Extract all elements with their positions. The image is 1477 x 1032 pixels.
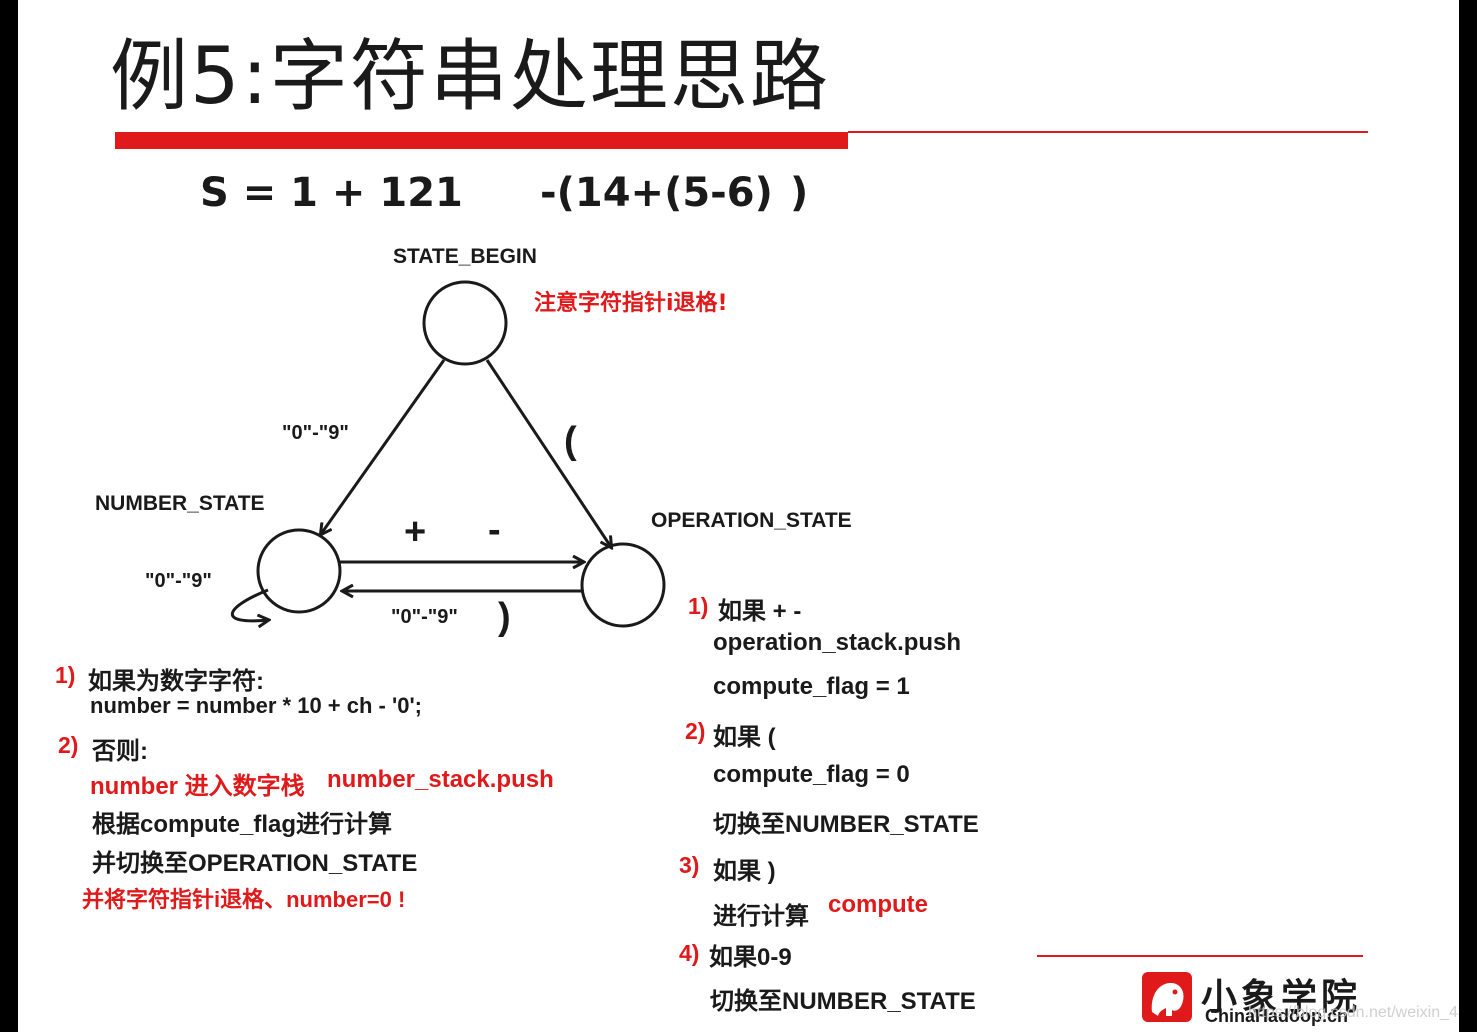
edge-label-minus: - [488,509,501,551]
edge-label-begin-operation: ( [564,420,577,462]
state-operation-node [580,542,666,628]
op-rule1-title: 如果 + - [718,598,802,625]
footer-divider [1037,955,1363,957]
expression-close: ) [790,170,809,216]
number-rule2-line3: 并切换至OPERATION_STATE [92,850,418,877]
op-rule1-index: 1) [688,593,709,619]
title-underline-thick [115,132,848,149]
op-rule2-line1: compute_flag = 0 [713,761,910,788]
op-rule3-title: 如果 ) [713,858,776,885]
number-rule1-title: 如果为数字字符: [88,668,264,695]
edge-label-operation-number-digits: "0"-"9" [391,606,458,628]
expression-right: -(14+(5-6) [540,170,773,216]
slide-title: 例5:字符串处理思路 [110,32,830,122]
number-rule2-line2: 根据compute_flag进行计算 [92,811,393,838]
op-rule2-title: 如果 ( [713,724,776,751]
op-rule4-title: 如果0-9 [709,944,792,971]
number-rule2-title: 否则: [92,738,148,765]
op-rule3-line1b: compute [828,891,929,918]
watermark: https://blog.csdn.net/weixin_43213056 [1248,1004,1459,1021]
number-rule1-code: number = number * 10 + ch - '0'; [90,693,422,718]
title-underline-thin [848,131,1368,133]
state-operation-label: OPERATION_STATE [651,509,852,532]
state-begin-node [422,280,508,366]
begin-note: 注意字符指针i退格! [534,291,728,316]
edge-number-self-loop [231,588,268,621]
op-rule1-line1: operation_stack.push [713,629,962,656]
edge-label-operation-number-paren: ) [498,596,511,638]
state-diagram [231,280,666,1032]
state-begin-label: STATE_BEGIN [393,245,537,268]
op-rule2-line2: 切换至NUMBER_STATE [713,811,979,838]
op-rule2-index: 2) [685,718,706,744]
state-number-label: NUMBER_STATE [95,492,265,515]
logo-name: 小象学院 [1201,977,1362,1018]
op-rule4-line1: 切换至NUMBER_STATE [710,988,976,1015]
state-number-node [256,528,342,614]
edge-begin-to-number [321,359,446,534]
edge-label-number-self: "0"-"9" [145,570,212,592]
number-rule2-index: 2) [58,732,79,758]
number-rule2-line1b: number_stack.push [327,766,554,793]
op-rule3-line1a: 进行计算 [713,903,809,930]
number-rule2-line4: 并将字符指针i退格、number=0 ! [82,887,406,912]
number-rule2-line1a: number 进入数字栈 [90,773,305,800]
edge-label-begin-number: "0"-"9" [282,422,349,444]
edge-label-plus: + [404,511,427,553]
edge-begin-to-operation [485,359,611,547]
op-rule3-index: 3) [679,852,700,878]
op-rule4-index: 4) [679,940,700,966]
elephant-logo-icon [1142,972,1192,1022]
number-rule1-index: 1) [55,662,76,688]
logo-subtitle: ChinaHadoop.cn [1205,1006,1348,1026]
slide: 例5:字符串处理思路 S = 1 + 121 -(14+(5-6) ) STAT… [18,0,1459,1032]
op-rule1-line2: compute_flag = 1 [713,673,910,700]
expression-left: S = 1 + 121 [200,170,463,216]
